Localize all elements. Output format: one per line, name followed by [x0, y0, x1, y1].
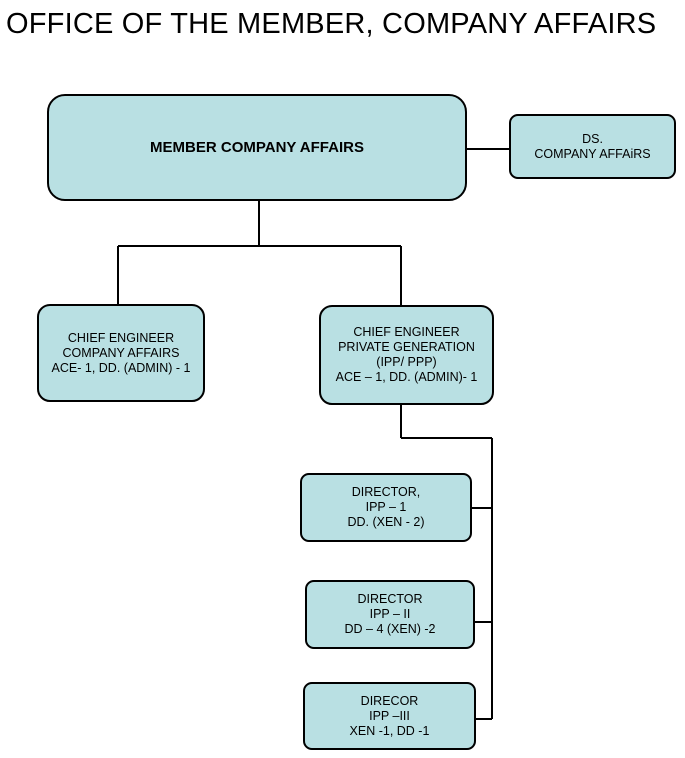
ds-company-affairs-box: DS. COMPANY AFFAiRS: [509, 114, 676, 179]
member-company-affairs-box: MEMBER COMPANY AFFAIRS: [47, 94, 467, 201]
chief-engineer-private-generation-box: CHIEF ENGINEER PRIVATE GENERATION (IPP/ …: [319, 305, 494, 405]
chief-engineer-company-affairs-box: CHIEF ENGINEER COMPANY AFFAIRS ACE- 1, D…: [37, 304, 205, 402]
director-ipp-1-box: DIRECTOR, IPP – 1 DD. (XEN - 2): [300, 473, 472, 542]
director-ipp-2-box: DIRECTOR IPP – II DD – 4 (XEN) -2: [305, 580, 475, 649]
page-title: OFFICE OF THE MEMBER, COMPANY AFFAIRS: [6, 8, 657, 40]
director-ipp-3-box: DIRECOR IPP –III XEN -1, DD -1: [303, 682, 476, 750]
